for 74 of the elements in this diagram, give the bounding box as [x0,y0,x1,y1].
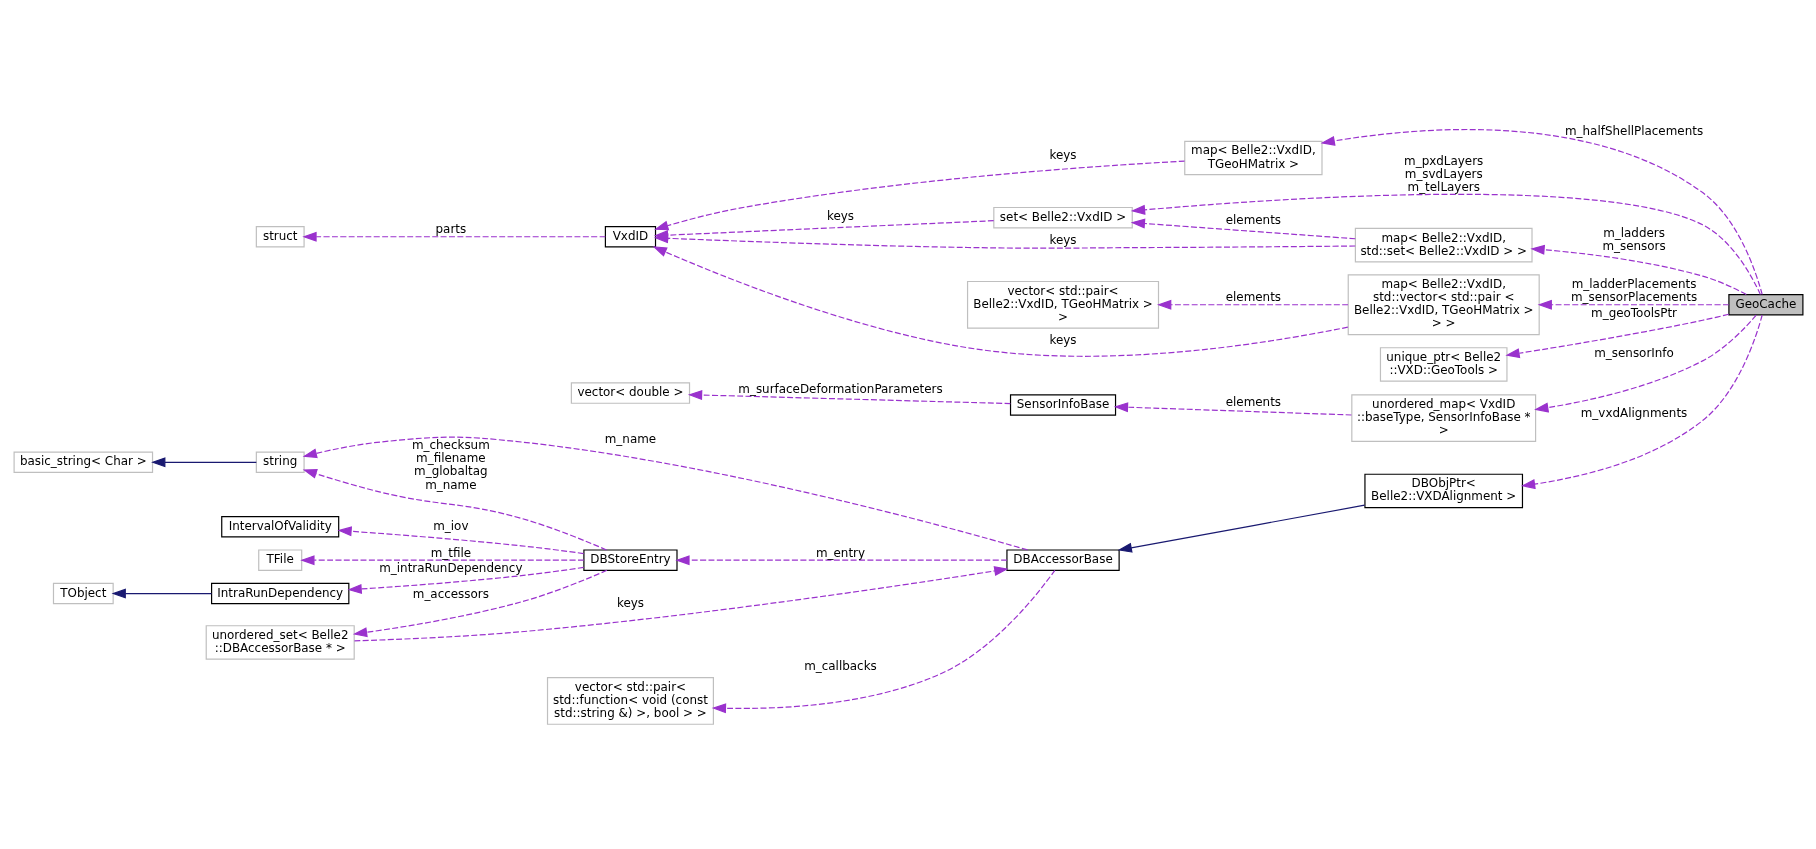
arrow [346,566,584,594]
edge-label: keys [616,595,644,610]
arrow [687,389,1011,404]
edge-label: m_halfShellPlacements [1564,123,1703,138]
edge-label: keys [1048,147,1077,162]
arrow [150,456,257,467]
node-box: DBObjPtr< Belle2::VXDAlignment > [1363,473,1523,508]
node-box: string [255,451,305,473]
arrow [1117,504,1365,553]
arrow [1533,314,1757,413]
arrow [1113,401,1352,416]
arrow [1156,299,1349,310]
arrow [1130,193,1761,295]
edge-label: parts [435,221,466,236]
edge-label: m_geoToolsPtr [1590,305,1677,320]
arrow [336,525,584,554]
node-box: IntervalOfValidity [220,515,339,537]
edge-label: m_ladders m_sensors [1601,225,1666,253]
edge-label: m_accessors [412,586,489,601]
edge-label: keys [1048,232,1077,247]
edge-label: m_checksum m_filename m_globaltag m_name [411,437,490,492]
node-box: unordered_set< Belle2 ::DBAccessorBase * > [205,624,355,660]
edge-label: m_callbacks [803,658,877,673]
arrow [1320,128,1763,295]
node-box: unordered_map< VxdID ::baseType, SensorInfoBase * > [1350,393,1536,442]
edge-label: m_pxdLayers m_svdLayers m_telLayers [1403,153,1483,194]
node-box: vector< std::pair< std::function< void (const std::string &) >, bool > > [546,676,714,725]
node-box: SensorInfoBase [1009,393,1116,416]
node-box: basic_string< Char > [13,451,153,473]
arrow [711,569,1055,713]
edge-label: m_tfile [430,545,471,560]
node-box: vector< std::pair< Belle2::VxdID, TGeoHMatrix > > [966,280,1159,329]
node-box: map< Belle2::VxdID, TGeoHMatrix > [1183,140,1323,175]
edge-label: elements [1225,394,1281,409]
arrow [302,468,607,551]
node-box: DBStoreEntry [582,548,678,571]
node-box: unique_ptr< Belle2 ::VXD::GeoTools > [1379,346,1508,382]
node-box: vector< double > [570,381,690,404]
node-box: set< Belle2::VxdID > [992,206,1133,228]
edge-label: m_surfaceDeformationParameters [737,381,943,396]
arrow [302,436,1028,551]
arrow [1130,218,1356,239]
arrow [674,554,1008,565]
arrow [352,569,608,637]
edge-label: m_vxdAlignments [1580,405,1687,420]
arrow [652,245,1348,357]
arrow [653,219,994,240]
edge-label: keys [1048,332,1077,347]
node-box: TObject [52,582,114,604]
edge-label: m_entry [815,545,865,560]
node-box: TFile [257,548,302,571]
arrow [1520,314,1763,489]
edge-label: m_name [604,431,656,446]
edge-label: m_iov [432,518,468,533]
arrow [353,565,1009,641]
node-box: IntraRunDependency [210,582,349,604]
arrow [299,554,584,565]
arrow [301,231,606,242]
node-box: map< Belle2::VxdID, std::set< Belle2::VxdID > > [1354,227,1533,262]
arrow [1537,299,1729,310]
arrow [111,588,212,599]
edge-label: keys [826,208,854,223]
node-box: struct [255,225,305,247]
node-box: DBAccessorBase [1005,548,1120,571]
edge-label: elements [1225,212,1281,227]
edge-label: elements [1225,289,1281,304]
arrow [1529,244,1747,295]
arrow [1504,313,1729,358]
node-box: GeoCache [1727,293,1803,315]
edge-label: m_sensorInfo [1593,345,1674,360]
arrow [653,160,1185,230]
edge-label: m_intraRunDependency [378,560,522,575]
node-box: VxdID [604,225,656,247]
node-box: map< Belle2::VxdID, std::vector< std::pair < Belle2::VxdID, TGeoHMatrix > > > [1347,273,1540,335]
